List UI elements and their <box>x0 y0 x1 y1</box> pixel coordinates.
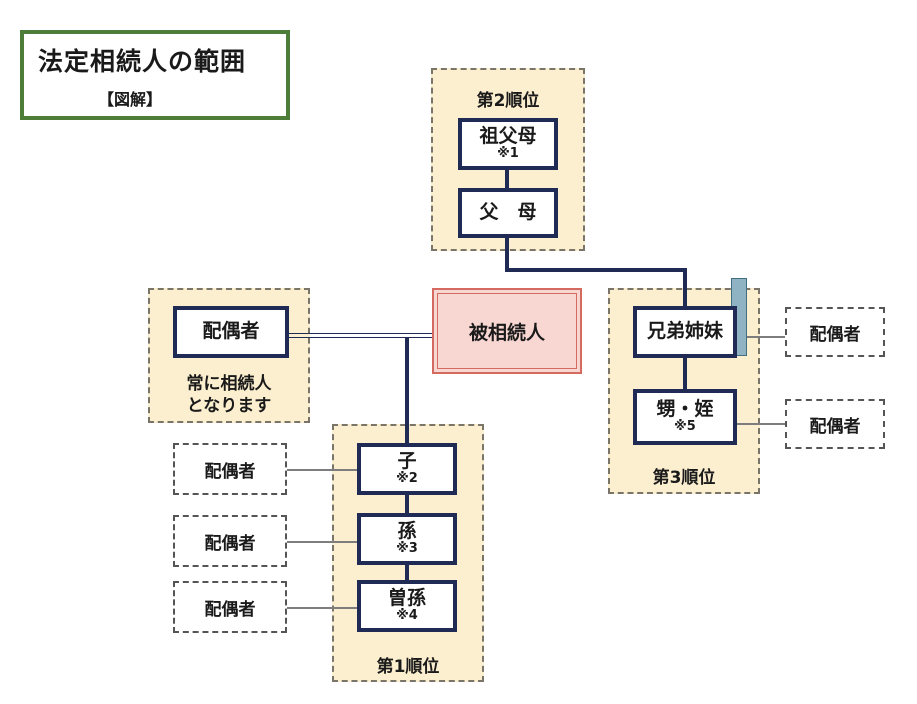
diagram-subtitle: 【図解】 <box>98 90 163 109</box>
nephews-spouse-label: 配偶者 <box>809 416 861 437</box>
diagram-title: 法定相続人の範囲 <box>38 47 247 76</box>
connector-siblings-nephews <box>683 355 687 389</box>
connector-grandchild-great <box>405 564 409 581</box>
grandparents-note: ※1 <box>497 146 519 162</box>
siblings-node: 兄弟姉妹 <box>633 306 737 358</box>
group3-label: 第3順位 <box>652 468 716 488</box>
nephews-note: ※5 <box>674 419 696 435</box>
connector-parents-down <box>505 236 509 272</box>
main-spouse-node: 配偶者 <box>173 306 289 358</box>
parents-node: 父 母 <box>458 188 558 238</box>
nephews-spouse-node: 配偶者 <box>785 399 885 449</box>
marriage-line <box>289 333 435 338</box>
title-box: 法定相続人の範囲 【図解】 <box>20 30 290 120</box>
nephews-label: 甥・姪 <box>656 397 714 420</box>
child-spouse-node: 配偶者 <box>173 443 287 495</box>
connector-to-siblings <box>683 268 687 310</box>
great-grandchild-label: 曽孫 <box>387 586 426 609</box>
child-spouse-label: 配偶者 <box>204 461 256 482</box>
great-grandchild-spouse-label: 配偶者 <box>204 599 256 620</box>
deceased-label: 被相続人 <box>468 321 545 344</box>
group1-label: 第1順位 <box>376 657 440 677</box>
child-node: 子 ※2 <box>357 443 457 495</box>
siblings-spouse-label: 配偶者 <box>809 324 861 345</box>
spouse-caption-line2: となります <box>186 396 272 416</box>
great-grandchild-node: 曽孫 ※4 <box>357 580 457 632</box>
group2-label: 第2順位 <box>476 91 540 111</box>
grandparents-node: 祖父母 ※1 <box>458 118 558 170</box>
connector-top-horizontal <box>505 268 685 272</box>
deceased-inner-border <box>437 293 577 369</box>
great-grandchild-spouse-node: 配偶者 <box>173 581 287 633</box>
connector-to-child <box>405 338 409 444</box>
line-siblings-spouse <box>737 336 785 338</box>
deceased-node: 被相続人 <box>432 288 582 374</box>
connector-grandparents-parents <box>505 168 509 190</box>
child-label: 子 <box>397 449 417 472</box>
line-grandchild-spouse <box>287 541 357 543</box>
great-grandchild-note: ※4 <box>396 608 418 624</box>
grandchild-label: 孫 <box>397 519 417 542</box>
line-child-spouse <box>287 469 357 471</box>
nephews-node: 甥・姪 ※5 <box>633 389 737 445</box>
siblings-label: 兄弟姉妹 <box>646 320 723 343</box>
siblings-spouse-node: 配偶者 <box>785 307 885 357</box>
parents-label: 父 母 <box>479 201 537 224</box>
grandchild-node: 孫 ※3 <box>357 513 457 565</box>
main-spouse-label: 配偶者 <box>202 320 260 343</box>
line-great-grandchild-spouse <box>287 607 357 609</box>
grandchild-spouse-label: 配偶者 <box>204 533 256 554</box>
grandchild-spouse-node: 配偶者 <box>173 515 287 567</box>
spouse-caption-line1: 常に相続人 <box>186 374 272 394</box>
connector-child-grandchild <box>405 494 409 514</box>
line-nephews-spouse <box>737 423 785 425</box>
child-note: ※2 <box>396 471 418 487</box>
grandparents-label: 祖父母 <box>479 124 537 147</box>
grandchild-note: ※3 <box>396 541 418 557</box>
